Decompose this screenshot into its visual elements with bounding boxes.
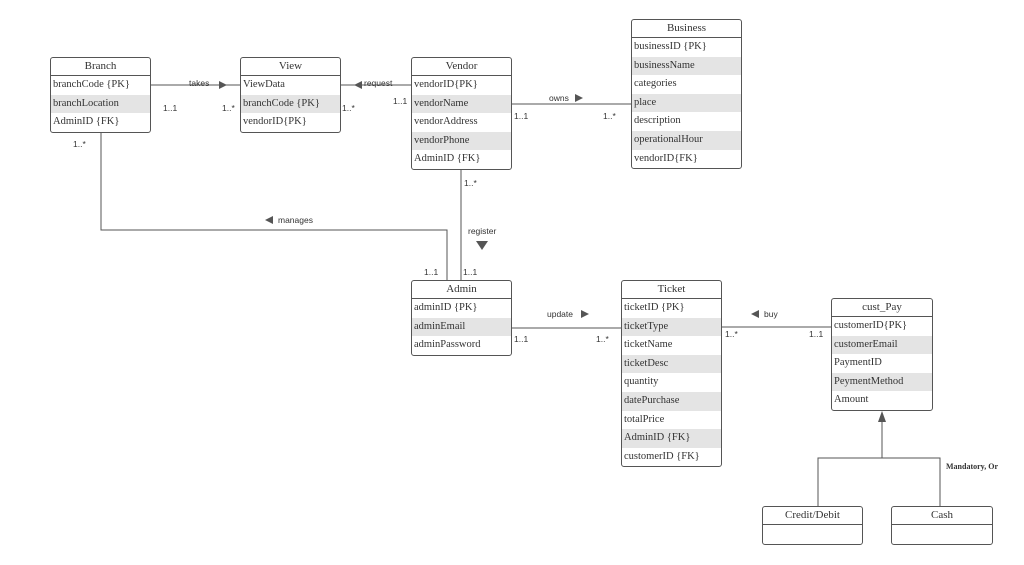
attribute: businessID {PK} (634, 41, 707, 52)
attribute: ticketType (622, 317, 721, 337)
attribute: totalPrice (624, 413, 665, 425)
owns-arrow-icon (575, 94, 583, 102)
owns-to-multiplicity: 1..* (603, 111, 616, 121)
attribute: PaymentID (834, 357, 882, 369)
manages-from-multiplicity: 1..* (73, 139, 86, 149)
attribute: branchCode {PK} (241, 94, 340, 114)
attribute: description (634, 115, 681, 127)
request-label: request (364, 78, 393, 88)
attribute: vendorAddress (414, 116, 478, 128)
entity-ticket[interactable]: Ticket ticketID {PK} ticketType ticketNa… (621, 280, 722, 468)
entity-title: Branch (51, 58, 150, 76)
entity-body (763, 525, 862, 544)
attribute: AdminID {FK} (414, 153, 481, 165)
update-from-multiplicity: 1..1 (514, 334, 529, 344)
entity-title: Admin (412, 281, 511, 299)
attribute: categories (634, 78, 677, 90)
entity-cash[interactable]: Cash (891, 506, 993, 545)
owns-label: owns (549, 93, 569, 103)
buy-label: buy (764, 309, 778, 319)
attribute: adminPassword (414, 339, 481, 351)
manages-to-multiplicity: 1..1 (424, 267, 439, 277)
buy-arrow-icon (751, 310, 759, 318)
update-to-multiplicity: 1..* (596, 334, 609, 344)
update-arrow-icon (581, 310, 589, 318)
attribute: operationalHour (632, 130, 741, 150)
attribute: branchCode {PK} (53, 79, 130, 90)
attribute: businessName (632, 56, 741, 76)
attribute: ViewData (243, 79, 285, 90)
entity-view[interactable]: View ViewData branchCode {PK} vendorID{P… (240, 57, 341, 133)
attribute: adminEmail (412, 317, 511, 337)
attribute: AdminID {FK} (53, 116, 120, 128)
register-to-multiplicity: 1..1 (463, 267, 478, 277)
attribute: datePurchase (622, 391, 721, 411)
attribute: vendorID{PK} (243, 116, 307, 128)
attribute: ticketID {PK} (624, 302, 685, 313)
buy-to-multiplicity: 1..1 (809, 329, 824, 339)
entity-body (892, 525, 992, 544)
generalization-branch-line (817, 457, 941, 506)
attribute: place (632, 93, 741, 113)
entity-branch[interactable]: Branch branchCode {PK} branchLocation Ad… (50, 57, 151, 133)
manages-line (100, 132, 448, 280)
takes-label: takes (189, 78, 210, 88)
attribute: vendorName (412, 94, 511, 114)
entity-title: Credit/Debit (763, 507, 862, 525)
attribute: AdminID {FK} (622, 429, 721, 448)
entity-credit-debit[interactable]: Credit/Debit (762, 506, 863, 545)
attribute: customerEmail (832, 335, 932, 355)
manages-label: manages (278, 215, 313, 225)
attribute: adminID {PK} (414, 302, 478, 313)
request-from-multiplicity: 1..* (342, 103, 355, 113)
takes-arrow-icon (219, 81, 227, 89)
manages-arrow-icon (265, 216, 273, 224)
attribute: ticketName (624, 339, 673, 351)
entity-cust-pay[interactable]: cust_Pay customerID{PK} customerEmail Pa… (831, 298, 933, 411)
entity-business[interactable]: Business businessID {PK} businessName ca… (631, 19, 742, 170)
attribute: ticketDesc (622, 354, 721, 374)
register-from-multiplicity: 1..* (464, 178, 477, 188)
attribute: branchLocation (51, 94, 150, 114)
entity-vendor[interactable]: Vendor vendorID{PK} vendorName vendorAdd… (411, 57, 512, 170)
attribute: PeymentMethod (832, 372, 932, 392)
attribute: vendorPhone (412, 131, 511, 151)
takes-to-multiplicity: 1..* (222, 103, 235, 113)
takes-from-multiplicity: 1..1 (163, 103, 178, 113)
generalization-constraint-label: Mandatory, Or (946, 462, 998, 471)
entity-admin[interactable]: Admin adminID {PK} adminEmail adminPassw… (411, 280, 512, 356)
owns-from-multiplicity: 1..1 (514, 111, 529, 121)
buy-from-multiplicity: 1..* (725, 329, 738, 339)
entity-title: Vendor (412, 58, 511, 76)
entity-title: Ticket (622, 281, 721, 299)
register-arrow-icon (476, 241, 488, 250)
generalization-arrow-icon (878, 411, 886, 422)
request-to-multiplicity: 1..1 (393, 96, 408, 106)
entity-title: cust_Pay (832, 299, 932, 317)
attribute: Amount (834, 394, 869, 406)
attribute: vendorID{PK} (414, 79, 478, 90)
attribute: vendorID{FK} (634, 152, 698, 164)
register-label: register (468, 226, 497, 236)
attribute: customerID{PK} (834, 320, 908, 331)
entity-title: View (241, 58, 340, 76)
update-label: update (547, 309, 573, 319)
attribute: quantity (624, 376, 659, 388)
request-arrow-icon (354, 81, 362, 89)
entity-title: Cash (892, 507, 992, 525)
entity-title: Business (632, 20, 741, 38)
attribute: customerID {FK} (624, 450, 700, 462)
